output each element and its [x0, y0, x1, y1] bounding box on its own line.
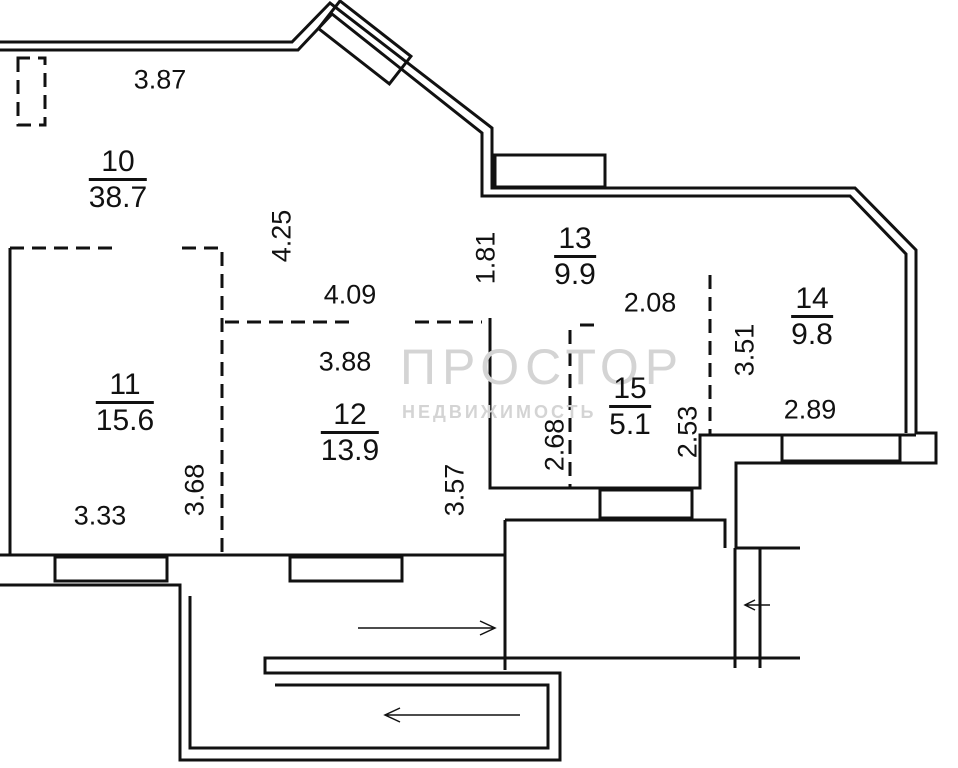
room-number: 10	[88, 145, 148, 181]
dimension: 1.81	[470, 231, 501, 285]
dimension: 3.68	[179, 463, 210, 517]
room-area: 15.6	[95, 404, 155, 437]
outer-wall	[0, 0, 938, 550]
dimension: 2.53	[672, 405, 703, 459]
room-number: 13	[554, 222, 596, 258]
room-number: 15	[609, 372, 651, 408]
dimension: 4.09	[323, 279, 377, 310]
dimension: 3.33	[73, 500, 127, 531]
vent	[493, 153, 607, 189]
room-number: 11	[95, 368, 155, 404]
loggia	[503, 518, 762, 670]
window	[780, 433, 902, 463]
vent	[316, 0, 414, 86]
room-area: 13.9	[320, 434, 380, 467]
dimension: 3.87	[133, 64, 187, 95]
dimension: 2.08	[623, 287, 677, 318]
watermark-brand: ПРОСТОР	[400, 339, 685, 395]
room-area: 5.1	[609, 408, 651, 441]
dimension: 3.88	[318, 346, 372, 377]
room-number: 12	[320, 398, 380, 434]
dimension: 2.89	[783, 394, 837, 425]
window	[598, 488, 694, 520]
dimension: 4.25	[266, 209, 297, 263]
watermark-subtitle: НЕДВИЖИМОСТЬ	[402, 402, 597, 422]
dimension: 3.51	[729, 323, 760, 377]
room-area: 38.7	[88, 181, 148, 214]
room-number: 14	[791, 282, 833, 318]
window	[288, 555, 404, 583]
window	[53, 555, 169, 583]
room-area: 9.8	[791, 318, 833, 351]
outer-wall-bottom	[0, 248, 800, 762]
dimension: 3.57	[439, 463, 470, 517]
dimension: 2.68	[539, 418, 570, 472]
partition-dashed	[10, 56, 712, 552]
entry-arrow	[358, 599, 770, 723]
room-area: 9.9	[554, 258, 596, 291]
inner-wall	[488, 318, 916, 490]
